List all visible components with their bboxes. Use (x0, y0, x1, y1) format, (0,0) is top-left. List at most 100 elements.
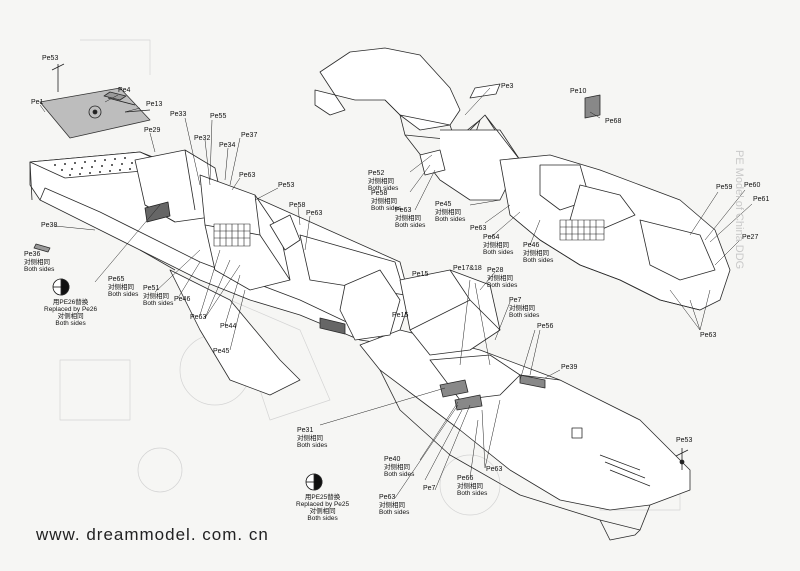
pe64-code: Pe64 (483, 234, 500, 241)
pe46-b-both-sides-cn: 对侧相同 (523, 250, 549, 257)
website-url: www. dreammodel. com. cn (36, 525, 269, 544)
part-label-pe63-g: Pe63 (486, 466, 503, 473)
aft-hull-assembly (29, 149, 411, 396)
leader-lines (39, 87, 753, 499)
part-label-pe60: Pe60 (744, 182, 761, 189)
pe40-both-sides-en: Both sides (384, 471, 415, 478)
part-label-pe58-a: Pe58 (289, 202, 306, 209)
part-label-pe17-18: Pe17&18 (453, 265, 482, 272)
pe45-b-both-sides-en: Both sides (435, 216, 466, 223)
pe31-code: Pe31 (297, 427, 314, 434)
pe52-both-sides-en: Both sides (368, 185, 399, 192)
pe66-code: Pe66 (457, 475, 474, 482)
pe7-a-both-sides-cn: 对侧相同 (509, 305, 535, 312)
part-label-pe63-f: Pe63 (700, 332, 717, 339)
part-label-pe59: Pe59 (716, 184, 733, 191)
pe65-both-sides-en: Both sides (108, 291, 139, 298)
part-label-pe28: Pe28 对侧相同 Both sides (487, 267, 517, 289)
pe45-b-code: Pe45 (435, 201, 452, 208)
mid-superstructure-assembly (314, 47, 521, 201)
pe63-d-both-sides-en: Both sides (395, 222, 426, 229)
part-label-pe53-mid: Pe53 (278, 182, 295, 189)
part-label-pe7-a: Pe7 对侧相同 Both sides (509, 297, 539, 319)
replace-note-pe25: 用PE25替换 Replaced by Pe25 对侧相同 Both sides (296, 494, 349, 522)
part-label-pe46-b: Pe46 对侧相同 Both sides (523, 242, 553, 264)
forward-superstructure-assembly (499, 94, 731, 311)
replace-note-pe25-both-cn: 对侧相同 (309, 508, 336, 515)
replace-note-pe25-cn: 用PE25替换 (304, 494, 341, 501)
pe36-both-sides-cn: 对侧相同 (24, 259, 50, 266)
pe52-code: Pe52 (368, 170, 385, 177)
pe31-both-sides-en: Both sides (297, 442, 328, 449)
pe7-a-both-sides-en: Both sides (509, 312, 540, 319)
pe65-both-sides-cn: 对侧相同 (108, 284, 134, 291)
part-label-pe63-a: Pe63 (239, 172, 256, 179)
part-label-pe31: Pe31 对侧相同 Both sides (297, 427, 327, 449)
pe58-b-both-sides-cn: 对侧相同 (371, 198, 397, 205)
part-label-pe45-b: Pe45 对侧相同 Both sides (435, 201, 465, 223)
part-label-pe1: Pe1 (31, 99, 44, 106)
pe64-both-sides-en: Both sides (483, 249, 514, 256)
part-label-pe56: Pe56 (537, 323, 554, 330)
part-label-pe38: Pe38 (41, 222, 58, 229)
pe28-code: Pe28 (487, 267, 504, 274)
pe52-both-sides-cn: 对侧相同 (368, 178, 394, 185)
part-label-pe64: Pe64 对侧相同 Both sides (483, 234, 513, 256)
part-label-pe44: Pe44 (220, 323, 237, 330)
part-label-pe51: Pe51 对侧相同 Both sides (143, 285, 173, 307)
part-label-pe4: Pe4 (118, 87, 131, 94)
helipad-pe-part (39, 63, 151, 139)
part-label-pe46-a: Pe46 (174, 296, 191, 303)
pe40-both-sides-cn: 对侧相同 (384, 464, 410, 471)
pe63-d-code: Pe63 (395, 207, 412, 214)
pe51-code: Pe51 (143, 285, 160, 292)
pe7-a-code: Pe7 (509, 297, 522, 304)
pe46-b-code: Pe46 (523, 242, 540, 249)
replace-note-pe25-both-en: Both sides (307, 515, 338, 522)
pe40-code: Pe40 (384, 456, 401, 463)
part-label-pe65: Pe65 对侧相同 Both sides (108, 276, 138, 298)
part-label-pe3: Pe3 (501, 83, 514, 90)
part-label-pe34: Pe34 (219, 142, 236, 149)
part-label-pe68: Pe68 (605, 118, 622, 125)
pe51-both-sides-en: Both sides (143, 300, 174, 307)
part-label-pe33: Pe33 (170, 111, 187, 118)
replace-note-pe25-en: Replaced by Pe25 (296, 501, 350, 508)
part-label-pe27: Pe27 (742, 234, 759, 241)
part-label-pe15-b: Pe15 (392, 312, 409, 319)
replace-note-pe26: 用PE26替换 Replaced by Pe26 对侧相同 Both sides (44, 299, 97, 327)
part-label-pe66: Pe66 对侧相同 Both sides (457, 475, 487, 497)
pe63-h-code: Pe63 (379, 494, 396, 501)
part-label-pe63-e: Pe63 (470, 225, 487, 232)
pe36-code: Pe36 (24, 251, 41, 258)
part-label-pe10: Pe10 (570, 88, 587, 95)
pe66-both-sides-cn: 对侧相同 (457, 483, 483, 490)
pe45-b-both-sides-cn: 对侧相同 (435, 209, 461, 216)
pe36-both-sides-en: Both sides (24, 266, 55, 273)
pe64-both-sides-cn: 对侧相同 (483, 242, 509, 249)
pe63-h-both-sides-en: Both sides (379, 509, 410, 516)
pe63-d-both-sides-cn: 对侧相同 (395, 215, 421, 222)
pe28-both-sides-cn: 对侧相同 (487, 275, 513, 282)
pe28-both-sides-en: Both sides (487, 282, 518, 289)
part-label-pe61: Pe61 (753, 196, 770, 203)
part-label-pe63-h: Pe63 对侧相同 Both sides (379, 494, 409, 516)
replace-note-pe26-both-en: Both sides (55, 320, 86, 327)
part-label-pe53-top: Pe53 (42, 55, 59, 62)
margin-product-title: PE Model of China DDG (733, 150, 745, 270)
loose-pe-parts (33, 243, 689, 470)
replace-note-pe26-both-cn: 对侧相同 (57, 313, 84, 320)
pe66-both-sides-en: Both sides (457, 490, 488, 497)
part-label-pe7-b: Pe7 (423, 485, 436, 492)
replace-note-pe26-cn: 用PE26替换 (52, 299, 89, 306)
part-label-pe37: Pe37 (241, 132, 258, 139)
part-label-pe45-a: Pe45 (213, 348, 230, 355)
part-label-pe63-b: Pe63 (306, 210, 323, 217)
pe65-code: Pe65 (108, 276, 125, 283)
part-label-pe13: Pe13 (146, 101, 163, 108)
pe31-both-sides-cn: 对侧相同 (297, 435, 323, 442)
pe58-b-both-sides-en: Both sides (371, 205, 402, 212)
part-label-pe15-a: Pe15 (412, 271, 429, 278)
